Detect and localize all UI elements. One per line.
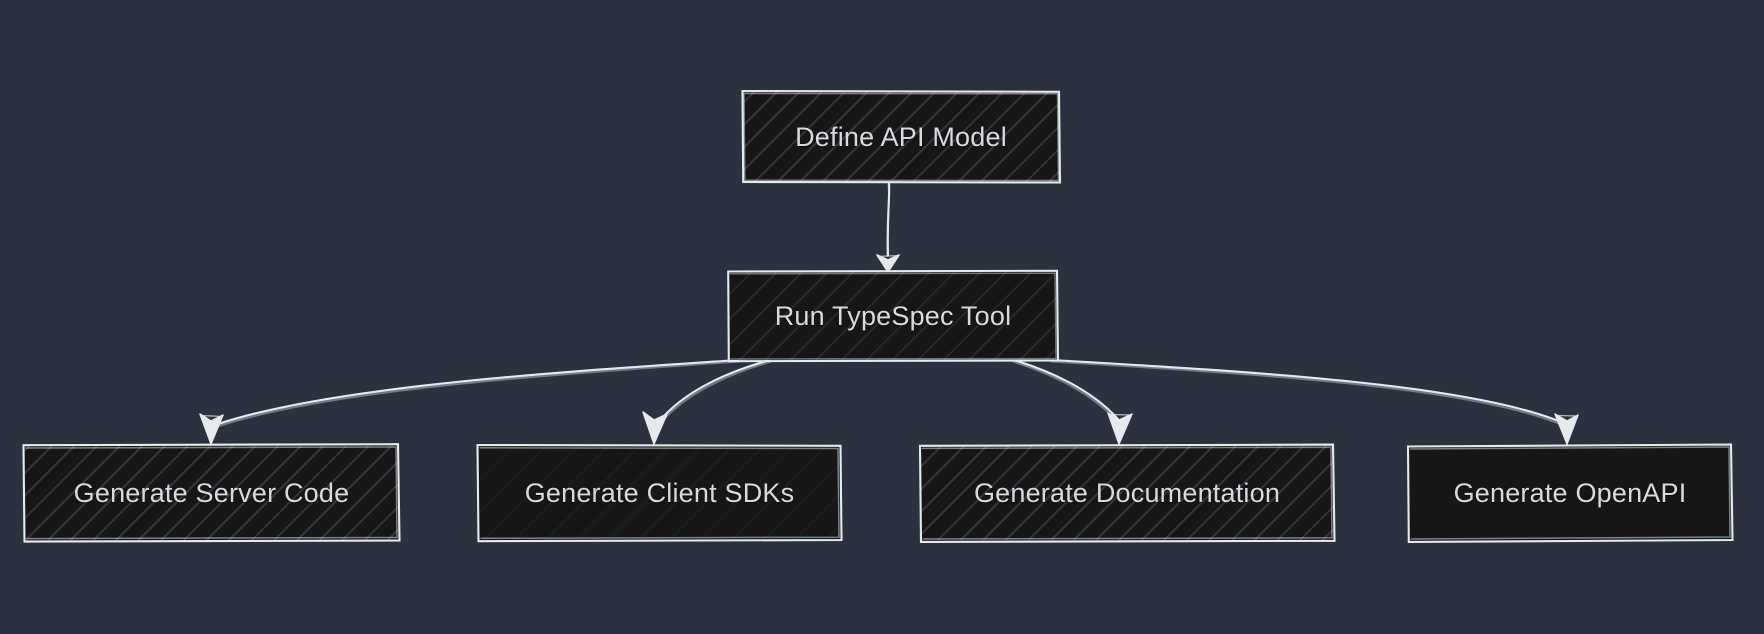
edge-run-to-sdks — [642, 358, 773, 445]
node-run-label: Run TypeSpec Tool — [774, 300, 1012, 331]
node-generate-client-sdks[interactable]: Generate Client SDKs — [476, 443, 843, 543]
node-docs-label: Generate Documentation — [973, 477, 1281, 508]
edge-run-to-docs — [1011, 358, 1133, 445]
node-generate-documentation[interactable]: Generate Documentation — [918, 443, 1336, 544]
node-run[interactable]: Run TypeSpec Tool — [727, 269, 1060, 363]
node-define[interactable]: Define API Model — [741, 89, 1062, 184]
node-define-label: Define API Model — [795, 121, 1007, 152]
node-generate-server-code[interactable]: Generate Server Code — [22, 443, 401, 543]
edge-run-to-server — [199, 358, 741, 445]
node-openapi-label: Generate OpenAPI — [1453, 477, 1687, 508]
node-sdks-label: Generate Client SDKs — [524, 477, 795, 508]
node-generate-openapi[interactable]: Generate OpenAPI — [1406, 443, 1734, 544]
edge-define-to-run — [876, 181, 900, 273]
edge-run-to-openapi — [1049, 358, 1579, 445]
node-server-label: Generate Server Code — [73, 477, 350, 508]
